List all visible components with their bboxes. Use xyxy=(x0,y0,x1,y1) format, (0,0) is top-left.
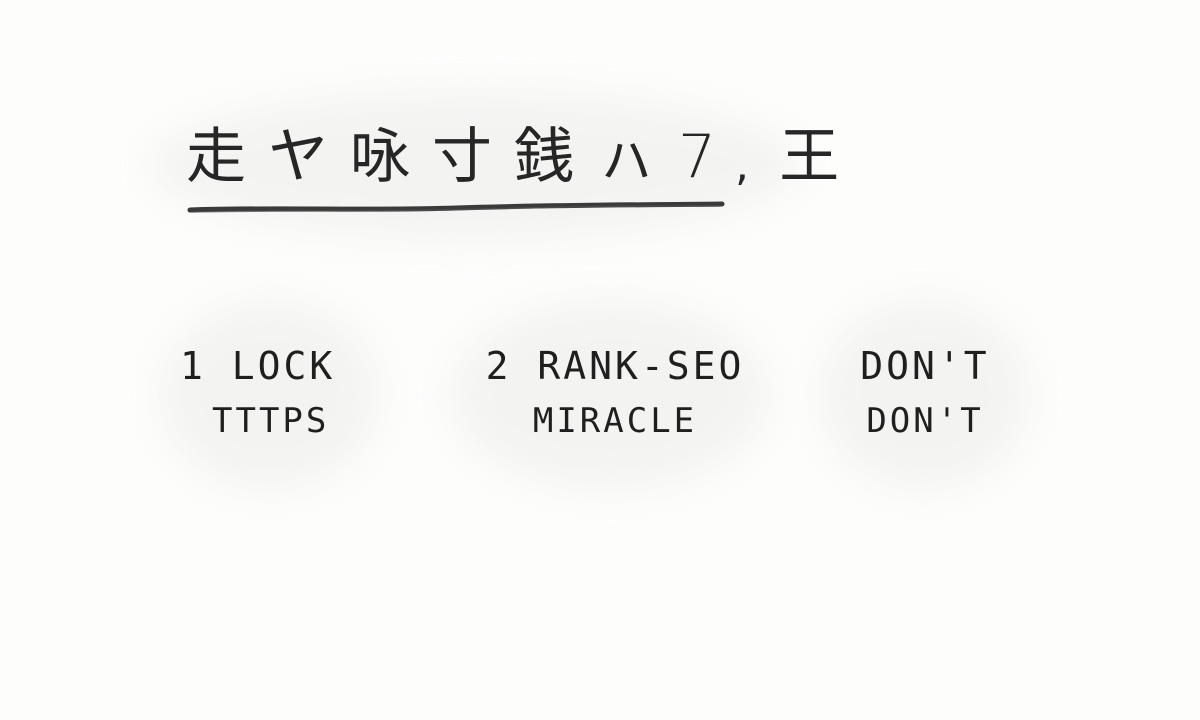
note-column-3: DON'T DON'T xyxy=(840,340,1010,444)
heading-underline xyxy=(187,201,725,213)
left-note-shadow xyxy=(160,300,380,490)
note-3-line-1: DON'T xyxy=(860,344,990,388)
note-3-line-2: DON'T xyxy=(866,401,984,441)
note-1-line-1: 1 LOCK xyxy=(180,344,336,388)
note-1-line-2: TTTPS xyxy=(212,401,330,441)
note-column-1: 1 LOCK TTTPS xyxy=(180,340,360,444)
handwritten-heading: 走ヤ咏寸銭ㇵ7 王 xyxy=(186,122,862,192)
note-2-line-1: 2 RANK-SEO xyxy=(485,344,745,388)
heading-comma: , xyxy=(735,140,749,191)
right-note-shadow xyxy=(820,300,1030,490)
note-2-line-2: MIRACLE xyxy=(532,401,698,441)
middle-note-shadow xyxy=(450,300,770,490)
title-shadow xyxy=(150,90,800,240)
note-column-2: 2 RANK-SEO MIRACLE xyxy=(470,340,760,444)
